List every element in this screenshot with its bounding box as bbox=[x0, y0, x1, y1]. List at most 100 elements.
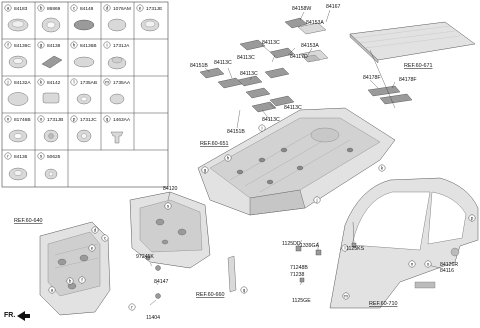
svg-text:k: k bbox=[40, 80, 43, 85]
svg-text:b: b bbox=[69, 279, 72, 284]
part-label: 84113C bbox=[237, 55, 255, 61]
svg-text:e: e bbox=[139, 6, 142, 11]
square-pad-icon bbox=[42, 92, 60, 104]
svg-text:d: d bbox=[106, 6, 109, 11]
callout-c: c bbox=[101, 234, 109, 242]
svg-text:84136B: 84136B bbox=[80, 43, 97, 49]
svg-text:l: l bbox=[344, 246, 345, 251]
callout-l: l bbox=[341, 244, 349, 252]
part-label: 1125KS bbox=[346, 246, 365, 252]
part-label: 84113C bbox=[284, 105, 302, 111]
callout-f: f bbox=[78, 276, 86, 284]
callout-p: p bbox=[468, 214, 476, 222]
svg-text:84136C: 84136C bbox=[14, 43, 31, 49]
legend-cell-s: s 50625 bbox=[37, 152, 61, 180]
svg-text:b: b bbox=[40, 6, 43, 11]
legend-cell-k: k 84142 bbox=[37, 78, 61, 104]
pad-icon bbox=[41, 55, 63, 69]
part-label: 71238 bbox=[290, 272, 305, 278]
svg-text:1463AA: 1463AA bbox=[113, 117, 131, 123]
svg-text:s: s bbox=[40, 154, 43, 159]
part-label: 84158W bbox=[292, 6, 311, 12]
svg-text:84138: 84138 bbox=[47, 43, 61, 49]
front-end-module bbox=[39, 221, 111, 316]
svg-text:p: p bbox=[471, 216, 474, 221]
part-label: 84113C bbox=[214, 60, 232, 66]
part-label: 84178F bbox=[363, 75, 381, 81]
svg-text:f: f bbox=[81, 278, 83, 283]
oval-cap-icon bbox=[73, 56, 95, 68]
part-label: 11404 bbox=[146, 315, 160, 321]
reference-label: REF.60-651 bbox=[200, 141, 228, 147]
svg-text:p: p bbox=[73, 117, 76, 122]
part-label: 84113C bbox=[262, 117, 280, 123]
svg-text:g: g bbox=[40, 43, 43, 48]
legend-cell-q: q 1463AA bbox=[103, 115, 131, 144]
svg-text:1735AB: 1735AB bbox=[80, 80, 97, 86]
callout-j: j bbox=[313, 196, 321, 204]
roof-panel bbox=[349, 21, 476, 64]
part-label: 84120 bbox=[163, 186, 178, 192]
svg-text:c: c bbox=[73, 6, 76, 11]
bolt-icon bbox=[145, 255, 151, 261]
reference-label: REF.60-640 bbox=[14, 218, 42, 224]
svg-text:84136: 84136 bbox=[14, 154, 28, 160]
svg-text:84132A: 84132A bbox=[14, 80, 31, 86]
callout-b: b bbox=[66, 277, 74, 285]
legend-cell-n: n 81746B bbox=[4, 115, 31, 143]
svg-text:k: k bbox=[381, 166, 384, 171]
svg-text:a: a bbox=[51, 288, 54, 293]
svg-text:j: j bbox=[6, 80, 8, 85]
legend-cell-e: e 1731JE bbox=[136, 4, 162, 32]
svg-text:d: d bbox=[94, 228, 97, 233]
svg-text:1731JE: 1731JE bbox=[146, 6, 162, 12]
svg-text:h: h bbox=[73, 43, 76, 48]
svg-text:h: h bbox=[227, 156, 230, 161]
side-body-panel bbox=[329, 177, 479, 309]
pillar-brace bbox=[227, 255, 237, 293]
legend-cell-b: b 86869 bbox=[37, 4, 61, 33]
svg-text:r: r bbox=[7, 154, 9, 159]
svg-text:j: j bbox=[315, 198, 317, 203]
part-label: 84167 bbox=[326, 4, 341, 10]
callout-a: a bbox=[48, 286, 56, 294]
part-label: 84126R bbox=[440, 262, 458, 268]
front-direction-marker: FR. bbox=[4, 311, 30, 321]
rubber-plug-icon bbox=[107, 18, 127, 32]
svg-text:81746B: 81746B bbox=[14, 117, 31, 123]
floor-assembly bbox=[197, 107, 396, 216]
svg-text:n: n bbox=[411, 262, 414, 267]
part-label: 84113C bbox=[262, 40, 280, 46]
part-label: 71248B bbox=[290, 265, 308, 271]
reference-labels: REF.60-671 REF.60-651 REF.60-640 REF.60-… bbox=[14, 63, 432, 307]
legend-part-number: 84183 bbox=[14, 6, 28, 12]
legend-cell-i: i 1731JA bbox=[103, 41, 130, 70]
bolt-icon bbox=[295, 245, 302, 252]
callout-i: i bbox=[258, 124, 266, 132]
diagram-callouts: a b c d e f g h i j k l m n o p q r s bbox=[48, 124, 476, 311]
legend-cell-f: f 84136C bbox=[4, 41, 31, 69]
svg-text:50625: 50625 bbox=[47, 154, 61, 160]
svg-text:o: o bbox=[427, 262, 430, 267]
bolt-icon bbox=[315, 249, 322, 256]
arrow-icon bbox=[17, 311, 30, 321]
svg-text:f: f bbox=[7, 43, 9, 48]
callout-q: q bbox=[240, 286, 248, 294]
part-label: 1125GE bbox=[292, 298, 311, 304]
legend-cell-d: d 1076AM bbox=[103, 4, 131, 32]
oval-plug-icon bbox=[73, 19, 95, 31]
roof-pad-1 bbox=[367, 85, 401, 97]
legend-cell-p: p 1731JC bbox=[70, 115, 97, 143]
legend-cell-j: j 84132A bbox=[4, 78, 31, 106]
legend-cell-g: g 84138 bbox=[37, 41, 63, 69]
svg-text:1735AA: 1735AA bbox=[113, 80, 131, 86]
legend-cell-h: h 84136B bbox=[70, 41, 97, 68]
reference-label: REF.60-671 bbox=[404, 63, 432, 69]
plug-icon bbox=[155, 293, 161, 299]
callout-d: d bbox=[91, 226, 99, 234]
part-label: 84153A bbox=[301, 43, 319, 49]
part-label: 97245K bbox=[136, 254, 154, 260]
floor-pads bbox=[199, 17, 329, 113]
callout-o: o bbox=[424, 260, 432, 268]
